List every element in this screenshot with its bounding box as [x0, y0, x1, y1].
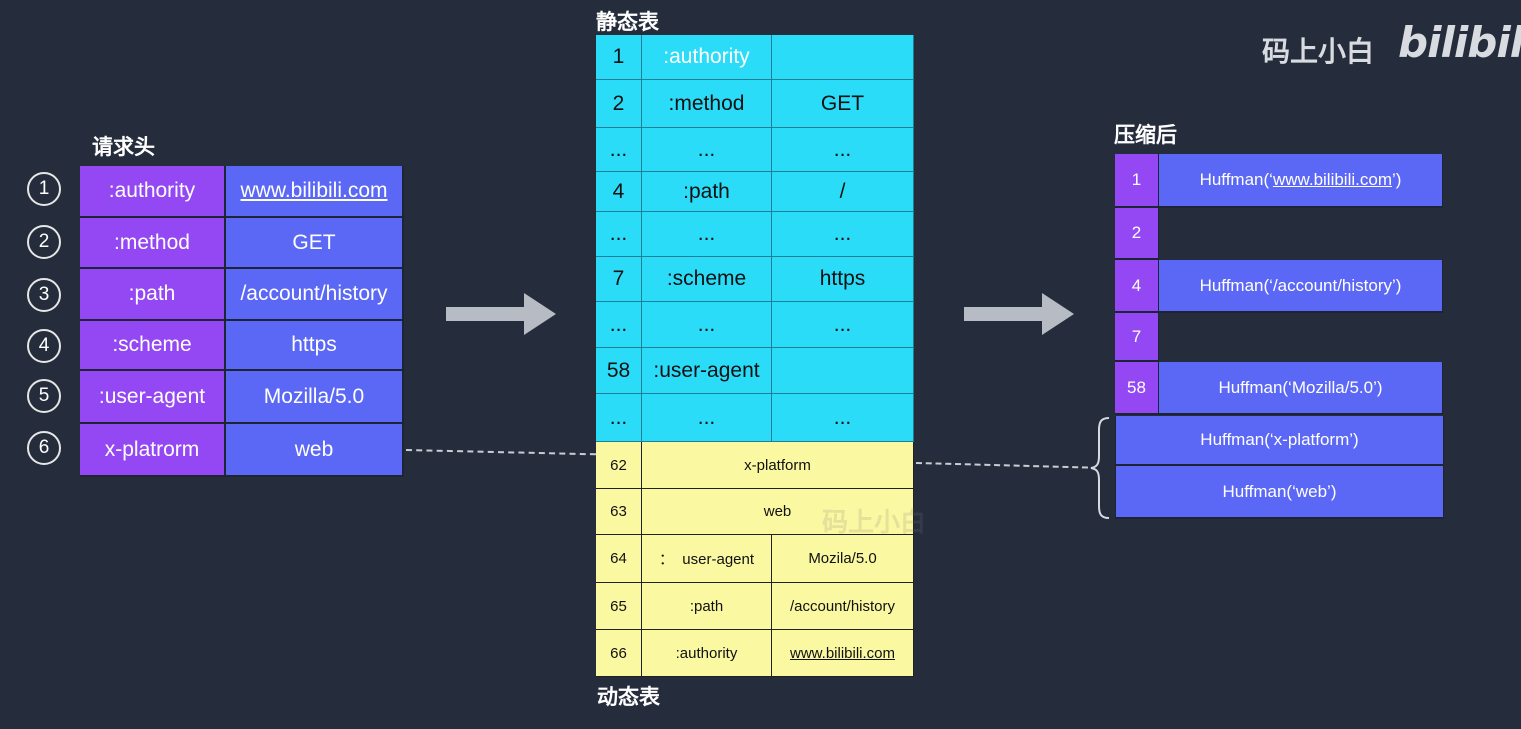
literal-huffman-cell: Huffman(‘web’): [1115, 466, 1444, 519]
static-index-cell: 1: [596, 35, 642, 80]
compressed-index-cell: 7: [1115, 313, 1159, 362]
static-table-title: 静态表: [596, 10, 659, 34]
static-value-cell: https: [772, 257, 914, 302]
header-value-cell: GET: [226, 218, 404, 269]
dynamic-index-cell: 62: [596, 442, 642, 489]
dynamic-name-cell: x-platform: [642, 442, 914, 489]
dynamic-index-cell: 64: [596, 535, 642, 583]
compressed-index-cell: 2: [1115, 208, 1159, 260]
row-number-circle: 2: [27, 225, 61, 259]
huffman-suffix: ’): [1391, 170, 1402, 189]
dotted-connector-right: [915, 462, 1088, 469]
static-index-cell: 58: [596, 348, 642, 394]
dynamic-name-cell: :authority: [642, 630, 772, 677]
watermark-author: 码上小白: [1262, 35, 1375, 68]
static-index-cell: 2: [596, 80, 642, 128]
dotted-connector-left: [405, 449, 596, 456]
static-value-cell: ...: [772, 128, 914, 172]
header-value-cell: https: [226, 321, 404, 371]
static-index-cell: ...: [596, 302, 642, 348]
static-name-cell: ...: [642, 394, 772, 442]
static-name-cell: ...: [642, 302, 772, 348]
header-name-cell: :authority: [80, 166, 226, 218]
dynamic-name-cell: ： user-agent: [642, 535, 772, 583]
row-number-circle: 3: [27, 278, 61, 312]
dynamic-index-cell: 65: [596, 583, 642, 630]
dynamic-table-title: 动态表: [597, 685, 660, 709]
dynamic-index-cell: 66: [596, 630, 642, 677]
header-value-cell: Mozilla/5.0: [226, 371, 404, 424]
static-index-cell: 4: [596, 172, 642, 212]
static-name-cell: :path: [642, 172, 772, 212]
compressed-title: 压缩后: [1114, 123, 1177, 147]
static-name-cell: :authority: [642, 35, 772, 80]
header-value-cell: web: [226, 424, 404, 477]
dynamic-value-cell: www.bilibili.com: [772, 630, 914, 677]
huffman-prefix: Huffman(‘: [1199, 170, 1273, 189]
bilibili-logo: bilibili: [1398, 18, 1521, 67]
static-index-cell: 7: [596, 257, 642, 302]
curly-brace-icon: [1089, 416, 1113, 525]
header-name-cell: :path: [80, 269, 226, 321]
compressed-index-cell: 1: [1115, 154, 1159, 208]
static-index-cell: ...: [596, 212, 642, 257]
request-header-title: 请求头: [92, 135, 155, 159]
header-name-cell: :user-agent: [80, 371, 226, 424]
static-value-cell: /: [772, 172, 914, 212]
header-name-cell: x-platrorm: [80, 424, 226, 477]
header-value-cell: /account/history: [226, 269, 404, 321]
right-arrow-icon: [964, 293, 1076, 335]
header-name-cell: :scheme: [80, 321, 226, 371]
compressed-value-cell: Huffman(‘www.bilibili.com’): [1159, 154, 1443, 208]
static-name-cell: :method: [642, 80, 772, 128]
static-name-cell: :user-agent: [642, 348, 772, 394]
compressed-index-cell: 4: [1115, 260, 1159, 313]
dynamic-index-cell: 63: [596, 489, 642, 535]
header-name-cell: :method: [80, 218, 226, 269]
static-value-cell: ...: [772, 302, 914, 348]
static-name-cell: ...: [642, 212, 772, 257]
static-index-cell: ...: [596, 394, 642, 442]
literal-huffman-cell: Huffman(‘x-platform’): [1115, 416, 1444, 466]
header-value-cell: www.bilibili.com: [226, 166, 404, 218]
compressed-value-cell: Huffman(‘Mozilla/5.0’): [1159, 362, 1443, 415]
compressed-value-cell: Huffman(‘/account/history’): [1159, 260, 1443, 313]
static-value-cell: [772, 35, 914, 80]
huffman-link: www.bilibili.com: [1272, 170, 1392, 189]
watermark-overlay: 码上小白: [822, 508, 927, 538]
dynamic-value-cell: Mozila/5.0: [772, 535, 914, 583]
static-name-cell: :scheme: [642, 257, 772, 302]
row-number-circle: 6: [27, 431, 61, 465]
right-arrow-icon: [446, 293, 558, 335]
row-number-circle: 1: [27, 172, 61, 206]
row-number-circle: 4: [27, 329, 61, 363]
static-value-cell: ...: [772, 212, 914, 257]
dynamic-value-cell: /account/history: [772, 583, 914, 630]
row-number-circle: 5: [27, 379, 61, 413]
dynamic-name-cell: web: [642, 489, 914, 535]
static-value-cell: GET: [772, 80, 914, 128]
static-value-cell: [772, 348, 914, 394]
static-name-cell: ...: [642, 128, 772, 172]
static-value-cell: ...: [772, 394, 914, 442]
dynamic-name-cell: :path: [642, 583, 772, 630]
compressed-index-cell: 58: [1115, 362, 1159, 415]
static-index-cell: ...: [596, 128, 642, 172]
